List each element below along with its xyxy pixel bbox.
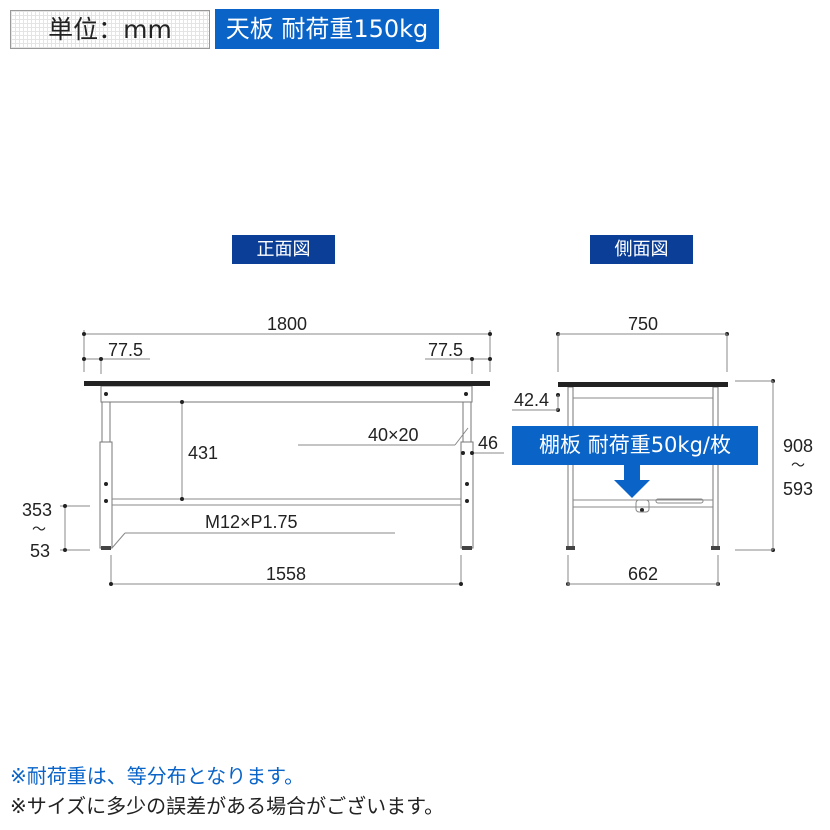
dim-apron-to-bar: 431 xyxy=(188,443,218,463)
note-load: ※耐荷重は、等分布となります。 xyxy=(10,764,305,788)
dim-height-min: 593 xyxy=(783,479,813,499)
dim-offset-right: 77.5 xyxy=(428,340,463,360)
dim-depth: 750 xyxy=(628,314,658,334)
front-tabletop xyxy=(84,381,490,386)
dim-tilde: ～ xyxy=(32,521,46,537)
dim-leg: 46 xyxy=(478,433,498,453)
side-view-label: 側面図 xyxy=(590,235,693,264)
dim-inner-width: 1558 xyxy=(266,564,306,584)
dim-inner-depth: 662 xyxy=(628,564,658,584)
dim-width: 1800 xyxy=(267,314,307,334)
dim-adjust-min: 53 xyxy=(30,541,50,561)
note-tolerance: ※サイズに多少の誤差がある場合がございます。 xyxy=(10,794,445,818)
side-tabletop xyxy=(558,382,728,387)
arrow-down-icon xyxy=(614,465,650,498)
dim-adjust-max: 353 xyxy=(22,500,52,520)
dim-height-tilde: ～ xyxy=(791,457,805,473)
dim-offset-left: 77.5 xyxy=(108,340,143,360)
dim-frame: 40×20 xyxy=(368,425,419,445)
front-view-label: 正面図 xyxy=(232,235,335,264)
dim-apron-height: 42.4 xyxy=(514,390,549,410)
unit-label: 単位：mm xyxy=(10,10,210,49)
shelf-load-banner: 棚板 耐荷重50kg/枚 xyxy=(512,426,758,465)
dim-height-max: 908 xyxy=(783,436,813,456)
tabletop-load-badge: 天板 耐荷重150kg xyxy=(215,9,439,49)
front-view xyxy=(60,330,504,586)
dim-bolt: M12×P1.75 xyxy=(205,512,298,532)
